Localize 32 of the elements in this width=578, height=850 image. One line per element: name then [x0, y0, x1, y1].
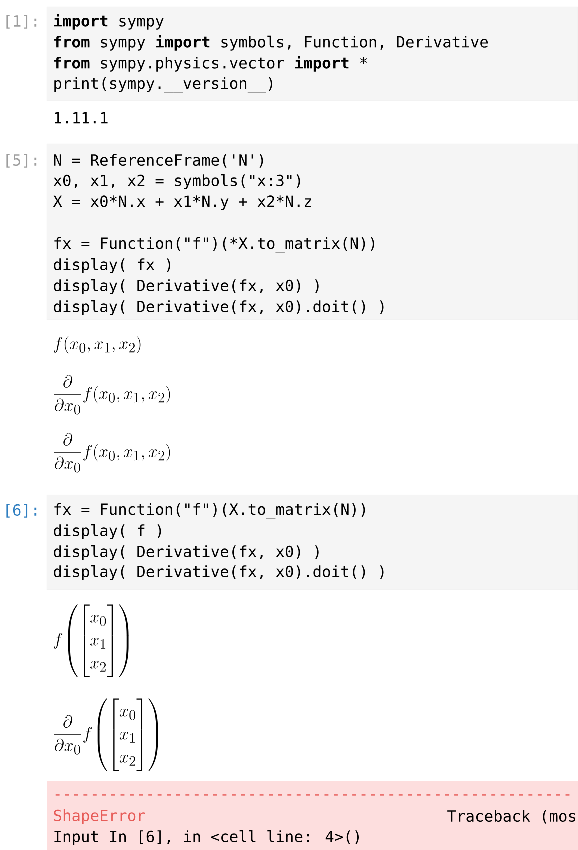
code-line: print(sympy.__version__) [54, 77, 272, 93]
output-text: 1.11.1 [55, 112, 108, 124]
code-cell [47, 7, 578, 102]
code-line: display( f ) [54, 524, 162, 540]
code-line: x0, x1, x2 = symbols("x:3") [54, 174, 300, 190]
math-output: $\frac{\partial}{\partial x_{0}} f{\left(\begin{bmatrix}x_{0}\\x_{1}\\x_{2}\end{bmatrix}\right)}$ [54, 698, 158, 772]
code-line: Traceback (mos [448, 810, 576, 824]
code-line: fx = Function("f")(*X.to_matrix(N)) [54, 237, 374, 253]
cell-prompt: [5]: [6, 154, 37, 168]
code-line: -------------------------------------------------------- [56, 794, 570, 796]
code-line: from sympy import symbols, Function, Derivative [54, 35, 488, 51]
math-output: $f{\left(x_{0},x_{1},x_{2}\right)}$ [54, 336, 141, 354]
math-output: $f{\left(\begin{bmatrix}x_{0}\\x_{1}\\x_{2}\end{bmatrix}\right)}$ [54, 604, 129, 678]
code-line: fx = Function("f")(X.to_matrix(N)) [54, 503, 366, 519]
code-cell [47, 495, 578, 590]
code-line: N = ReferenceFrame('N') [54, 154, 264, 168]
code-line: Input In [6], in <cell line: 4>() [54, 830, 360, 846]
code-line: display( Derivative(fx, x0) ) [54, 280, 319, 294]
math-output: $\frac{\partial}{\partial x_{0}} f{\left(x_{0},x_{1},x_{2}\right)}$ [54, 433, 170, 473]
code-line: X = x0*N.x + x1*N.y + x2*N.z [53, 196, 312, 210]
code-line: import sympy [54, 14, 164, 30]
code-line: from sympy.physics.vector import* [54, 56, 368, 72]
code-line: display( fx ) [54, 258, 171, 274]
math-output: $\frac{\partial}{\partial x_{0}} f{\left(x_{0},x_{1},x_{2}\right)}$ [54, 375, 170, 415]
code-line: ShapeError [54, 810, 146, 824]
code-line: display( Derivative(fx, x0).doit() ) [54, 566, 384, 580]
cell-prompt: [6]: [6, 504, 37, 518]
cell-prompt: [1]: [6, 15, 37, 29]
code-line: display( Derivative(fx, x0) ) [54, 546, 319, 560]
error-output [47, 781, 578, 850]
code-line: display( Derivative(fx, x0).doit() ) [54, 300, 384, 316]
code-cell [47, 144, 578, 320]
